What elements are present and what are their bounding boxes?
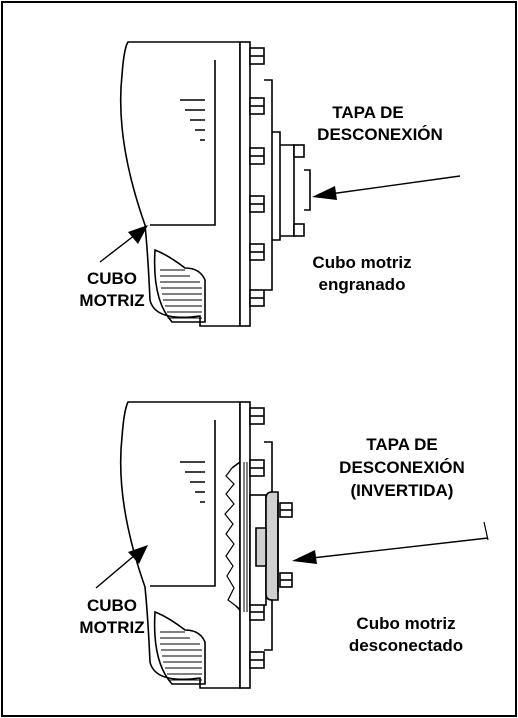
- inverted-cap: [255, 491, 293, 601]
- cap-label-line2-top: DESCONEXIÓN: [317, 125, 443, 144]
- state-label-line1-bottom: Cubo motriz: [356, 614, 455, 633]
- hub-label-line1-bottom: CUBO: [87, 596, 137, 615]
- arrow-to-hub-top: [99, 225, 148, 263]
- cap-label-line3-bottom: (INVERTIDA): [351, 481, 454, 500]
- hub-label-line2-bottom: MOTRIZ: [79, 618, 144, 637]
- engaged-hub-illustration: [119, 41, 311, 327]
- arrow-to-hub-bottom: [95, 545, 148, 589]
- state-label-line1-top: Cubo motriz: [312, 253, 411, 272]
- hub-label-line2-top: MOTRIZ: [79, 291, 144, 310]
- arrow-to-cap-bottom: [292, 521, 489, 564]
- cap-label-line1-top: TAPA DE: [332, 103, 403, 122]
- disconnected-hub-illustration: [119, 401, 273, 689]
- arrow-to-cap-top: [312, 175, 461, 200]
- state-label-line2-bottom: desconectado: [349, 636, 463, 655]
- state-label-line2-top: engranado: [319, 275, 406, 294]
- cap-label-line2-bottom: DESCONEXIÓN: [339, 458, 465, 477]
- cap-label-line1-bottom: TAPA DE: [366, 435, 437, 454]
- hub-label-line1-top: CUBO: [87, 269, 137, 288]
